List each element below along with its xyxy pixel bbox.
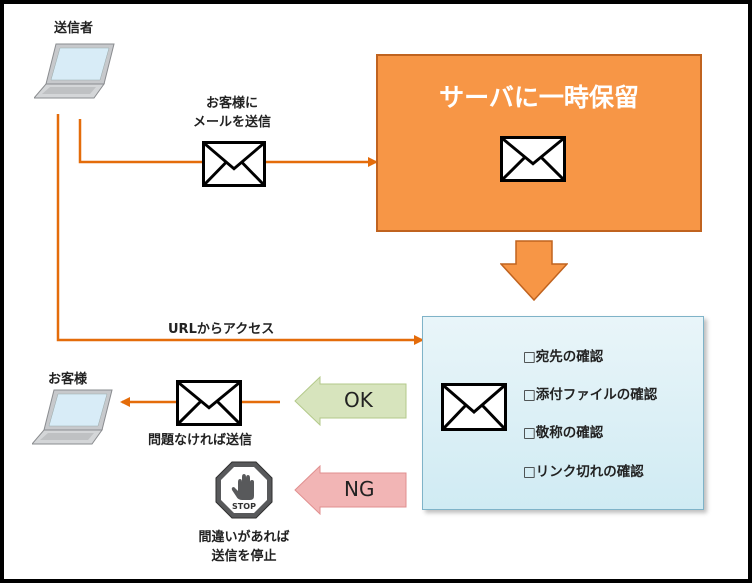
server-title: サーバに一時保留: [439, 83, 639, 112]
ok-label: OK: [344, 388, 373, 412]
ng-caption-line1: 間違いがあれば: [198, 530, 290, 545]
send-caption: お客様に メールを送信: [184, 92, 280, 130]
send-line: [78, 119, 378, 167]
stop-sign-icon: STOP: [214, 460, 274, 520]
ng-caption-line2: 送信を停止: [211, 549, 277, 564]
ok-arrow: OK: [294, 376, 408, 426]
send-caption-line1: お客様に: [205, 96, 258, 111]
review-item-recipient: □宛先の確認: [523, 349, 604, 365]
ng-caption: 間違いがあれば 送信を停止: [176, 526, 312, 564]
delivered-mail-envelope-icon: [176, 380, 242, 426]
access-line: [56, 114, 424, 345]
review-mail-envelope-icon: [441, 383, 507, 431]
customer-laptop-icon: [30, 386, 116, 448]
stop-sign-text: STOP: [232, 502, 256, 511]
review-item-broken-link: □リンク切れの確認: [523, 464, 644, 480]
sender-label: 送信者: [54, 21, 94, 36]
held-mail-envelope-icon: [500, 136, 566, 182]
ng-arrow: NG: [294, 465, 408, 515]
mail-envelope-icon: [202, 141, 266, 187]
review-item-honorific: □敬称の確認: [523, 425, 604, 441]
review-box: □宛先の確認 □添付ファイルの確認 □敬称の確認 □リンク切れの確認: [422, 316, 704, 510]
ok-caption: 問題なければ送信: [148, 433, 253, 448]
down-arrow: [500, 240, 568, 302]
review-item-attachment: □添付ファイルの確認: [523, 387, 658, 403]
access-label: URLからアクセス: [168, 322, 275, 337]
send-caption-line2: メールを送信: [192, 115, 271, 130]
server-hold-box: サーバに一時保留: [376, 54, 702, 232]
ng-label: NG: [344, 477, 375, 501]
sender-laptop-icon: [32, 40, 118, 102]
customer-label: お客様: [48, 372, 88, 387]
